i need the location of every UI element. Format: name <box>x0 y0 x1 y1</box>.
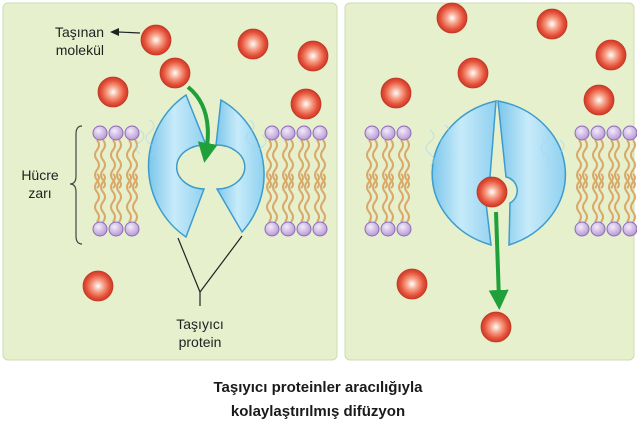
lipid-head-icon <box>574 221 590 237</box>
molecule-icon <box>595 39 627 71</box>
molecule-icon <box>480 311 512 343</box>
lipid-head-icon <box>364 221 380 237</box>
lipid-molecule <box>364 125 380 237</box>
entry-arrow-icon <box>186 85 218 163</box>
lipid-head-icon <box>280 125 296 141</box>
label-carrier-2: protein <box>179 334 222 350</box>
lipid-head-icon <box>264 125 280 141</box>
molecule-icon <box>290 88 322 120</box>
label-membrane-2: zarı <box>28 185 51 201</box>
lipid-head-icon <box>622 125 637 141</box>
lipid-head-icon <box>280 221 296 237</box>
molecule-icon <box>237 28 269 60</box>
label-molecule-1: Taşınan <box>55 24 104 40</box>
lipid-head-icon <box>396 125 412 141</box>
lipid-head-icon <box>606 125 622 141</box>
lipid-head-icon <box>92 125 108 141</box>
molecule-icon <box>380 77 412 109</box>
lipid-molecule <box>124 125 140 237</box>
carrier-protein-icon <box>147 93 208 239</box>
lipid-head-icon <box>622 221 637 237</box>
molecule-icon <box>457 57 489 89</box>
lipid-head-icon <box>124 221 140 237</box>
lipid-molecule <box>380 125 396 237</box>
lipid-head-icon <box>124 125 140 141</box>
membrane-bracket <box>69 125 83 245</box>
lipid-molecule <box>622 125 637 237</box>
lipid-head-icon <box>364 125 380 141</box>
lipid-head-icon <box>108 125 124 141</box>
exit-arrow-icon <box>488 211 509 310</box>
molecule-icon <box>476 176 508 208</box>
molecule-icon <box>159 57 191 89</box>
lipid-molecule <box>574 125 590 237</box>
carrier-protein-open-top <box>135 93 267 239</box>
lipid-molecule <box>280 125 296 237</box>
lipid-head-icon <box>296 125 312 141</box>
lipid-head-icon <box>264 221 280 237</box>
lipid-molecule <box>108 125 124 237</box>
label-carrier-1: Taşıyıcı <box>176 316 223 332</box>
lipid-head-icon <box>380 125 396 141</box>
lipid-molecule <box>590 125 606 237</box>
lipid-molecule <box>296 125 312 237</box>
lipid-head-icon <box>606 221 622 237</box>
molecule-pointer-head <box>110 28 119 36</box>
molecule-pointer <box>117 31 141 34</box>
lipid-head-icon <box>312 125 328 141</box>
molecule-icon <box>583 84 615 116</box>
lipid-head-icon <box>92 221 108 237</box>
label-membrane-1: Hücre <box>21 167 59 183</box>
label-molecule-2: molekül <box>56 42 104 58</box>
molecule-icon <box>82 270 114 302</box>
carrier-protein-open-bottom <box>425 100 567 247</box>
lipid-molecule <box>264 125 280 237</box>
lipid-head-icon <box>380 221 396 237</box>
lipid-head-icon <box>296 221 312 237</box>
lipid-head-icon <box>574 125 590 141</box>
lipid-head-icon <box>590 221 606 237</box>
molecule-icon <box>97 76 129 108</box>
lipid-molecule <box>92 125 108 237</box>
molecule-icon <box>396 268 428 300</box>
caption-line-2: kolaylaştırılmış difüzyon <box>231 403 405 420</box>
molecule-icon <box>140 24 172 56</box>
lipid-head-icon <box>590 125 606 141</box>
molecule-icon <box>536 8 568 40</box>
lipid-head-icon <box>312 221 328 237</box>
carrier-protein-icon <box>215 98 265 234</box>
caption-line-1: Taşıyıcı proteinler aracılığıyla <box>214 379 424 396</box>
lipid-molecule <box>312 125 328 237</box>
molecule-icon <box>436 2 468 34</box>
molecule-icon <box>297 40 329 72</box>
lipid-molecule <box>606 125 622 237</box>
lipid-molecule <box>396 125 412 237</box>
lipid-head-icon <box>396 221 412 237</box>
lipid-head-icon <box>108 221 124 237</box>
